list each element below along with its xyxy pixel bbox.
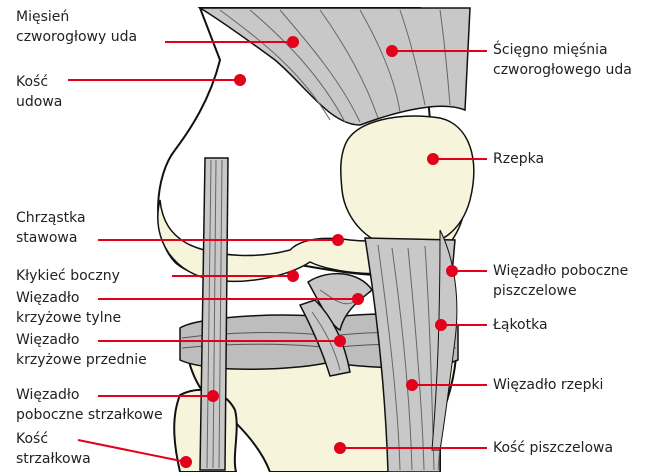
label-tibia: Kość piszczelowa bbox=[493, 438, 613, 458]
label-femur: Kość udowa bbox=[16, 72, 62, 112]
label-quadriceps-tendon: Ścięgno mięśnia czworogłowego uda bbox=[493, 40, 632, 80]
label-anterior-cruciate-ligament: Więzadło krzyżowe przednie bbox=[16, 330, 147, 370]
fibular-collateral-ligament bbox=[200, 158, 228, 470]
label-articular-cartilage: Chrząstka stawowa bbox=[16, 208, 86, 248]
label-patellar-ligament: Więzadło rzepki bbox=[493, 375, 603, 395]
label-fibula: Kość strzałkowa bbox=[16, 429, 91, 469]
patella-bone bbox=[341, 116, 474, 248]
label-tibial-collateral-ligament: Więzadło poboczne piszczelowe bbox=[493, 261, 628, 301]
label-lateral-condyle: Kłykieć boczny bbox=[16, 266, 120, 286]
label-quadriceps-muscle: Mięsień czworogłowy uda bbox=[16, 7, 137, 47]
label-posterior-cruciate-ligament: Więzadło krzyżowe tylne bbox=[16, 288, 121, 328]
label-patella: Rzepka bbox=[493, 149, 544, 169]
label-fibular-collateral-ligament: Więzadło poboczne strzałkowe bbox=[16, 385, 163, 425]
label-meniscus: Łąkotka bbox=[493, 315, 548, 335]
